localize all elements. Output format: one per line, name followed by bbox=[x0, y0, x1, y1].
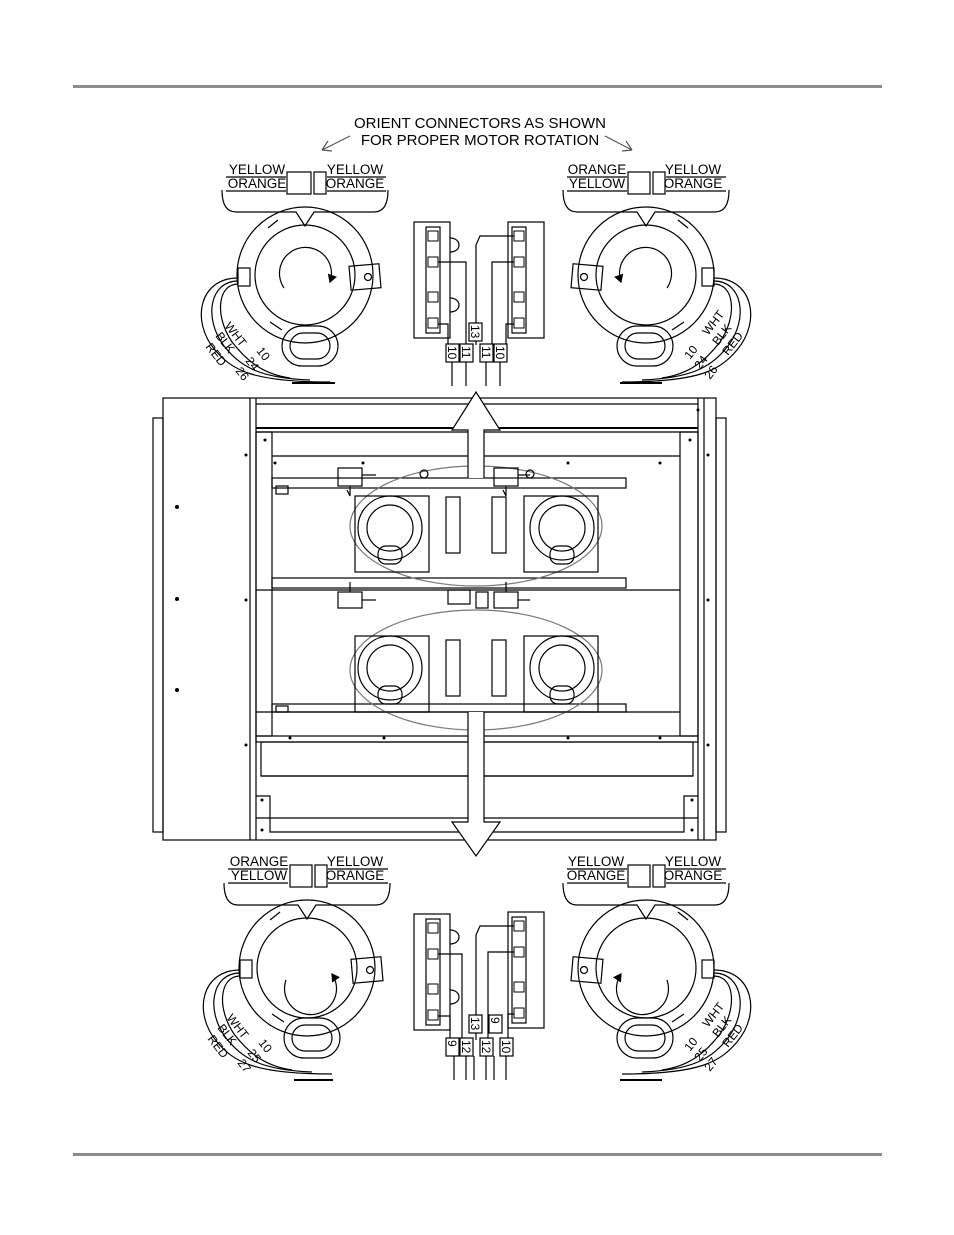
motor-top-right: ORANGE YELLOW YELLOW ORANGE WHT BLK bbox=[563, 162, 751, 383]
connector-left-top-label: YELLOW bbox=[568, 854, 625, 869]
motor-body bbox=[571, 207, 714, 366]
lower-fan-assembly bbox=[338, 582, 602, 730]
connector-right-bottom-label: ORANGE bbox=[326, 868, 385, 883]
terminal-top-number-5: 10 bbox=[493, 346, 507, 360]
title-arrow-right-icon bbox=[605, 136, 632, 151]
rotation-clockwise-icon bbox=[279, 247, 331, 288]
connector-right-bottom-label: ORANGE bbox=[664, 176, 723, 191]
connector-left-bottom-label: ORANGE bbox=[228, 176, 287, 191]
terminal-bottom-number-2: 12 bbox=[459, 1040, 473, 1054]
connector-left-bottom-label: ORANGE bbox=[567, 868, 626, 883]
terminal-top-center-number: 13 bbox=[468, 325, 482, 339]
rotation-clockwise-icon bbox=[285, 974, 337, 1015]
wire-labels: WHT BLK RED 10 25 27 bbox=[681, 999, 746, 1074]
connector-right-top-label: YELLOW bbox=[665, 854, 722, 869]
rotation-counterclockwise-icon bbox=[616, 974, 668, 1015]
screws bbox=[175, 409, 710, 832]
title-arrow-left-icon bbox=[322, 136, 350, 151]
wire-labels: WHT BLK RED 10 24 26 bbox=[203, 319, 273, 383]
connector-right-top-label: YELLOW bbox=[665, 162, 722, 177]
title-line-1: ORIENT CONNECTORS AS SHOWN bbox=[354, 115, 606, 132]
rotation-counterclockwise-icon bbox=[620, 247, 672, 288]
terminal-bottom-number-6: 10 bbox=[499, 1040, 513, 1054]
unit-chassis bbox=[153, 398, 726, 840]
motor-bottom-left: ORANGE YELLOW YELLOW ORANGE WHT BLK bbox=[203, 854, 390, 1080]
title-line-2: FOR PROPER MOTOR ROTATION bbox=[361, 132, 599, 149]
motor-bottom-right: YELLOW ORANGE YELLOW ORANGE WHT BLK bbox=[563, 854, 751, 1080]
arrow-up-icon bbox=[452, 392, 500, 478]
terminal-top-number-4: 11 bbox=[479, 346, 493, 359]
motor-top-left: YELLOW ORANGE YELLOW ORANGE WHT BLK bbox=[201, 162, 388, 384]
terminal-top-number-1: 10 bbox=[445, 346, 459, 360]
connector-right-top-label: YELLOW bbox=[327, 854, 384, 869]
connector-left-bottom-label: YELLOW bbox=[231, 868, 288, 883]
wire-labels: WHT BLK RED 10 24 26 bbox=[681, 307, 746, 382]
connector-left-bottom-label: YELLOW bbox=[569, 176, 626, 191]
connector-left-top-label: YELLOW bbox=[229, 162, 286, 177]
terminal-blocks-top: 13 10 11 11 10 bbox=[414, 222, 544, 386]
upper-fan-assembly bbox=[338, 466, 602, 586]
terminal-bottom-number-1: 9 bbox=[445, 1040, 459, 1047]
terminal-bottom-center-number: 13 bbox=[468, 1017, 482, 1031]
connector-left-top-label: ORANGE bbox=[230, 854, 289, 869]
connector-right-bottom-label: ORANGE bbox=[326, 176, 385, 191]
arrow-down-icon bbox=[452, 712, 500, 856]
motor-body bbox=[571, 900, 714, 1058]
connector-right-top-label: YELLOW bbox=[327, 162, 384, 177]
title: ORIENT CONNECTORS AS SHOWN FOR PROPER MO… bbox=[354, 115, 606, 149]
terminal-bottom-number-4: 12 bbox=[479, 1040, 493, 1054]
terminal-blocks-bottom: 13 9 9 12 12 10 bbox=[414, 912, 544, 1080]
connector-left-top-label: ORANGE bbox=[568, 162, 627, 177]
motor-body bbox=[237, 207, 381, 366]
terminal-bottom-number-5: 9 bbox=[488, 1017, 502, 1024]
motor-body bbox=[239, 900, 383, 1058]
connector-right-bottom-label: ORANGE bbox=[664, 868, 723, 883]
terminal-top-number-2: 11 bbox=[459, 346, 473, 359]
